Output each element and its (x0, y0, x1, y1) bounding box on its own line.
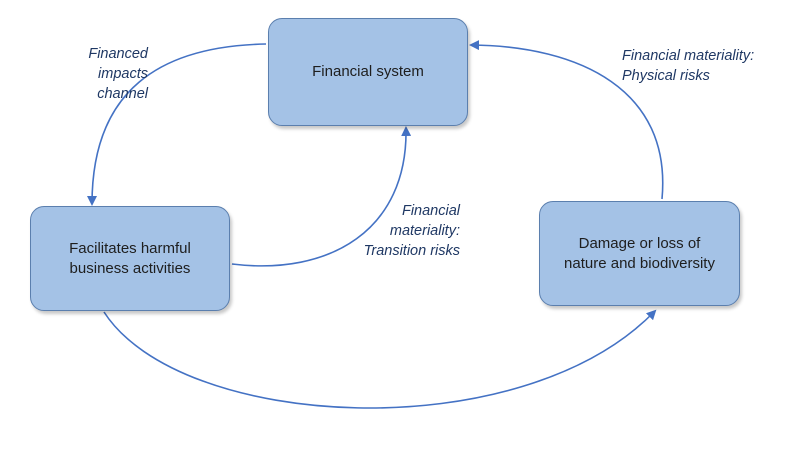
physical-risks-label: Financial materiality: Physical risks (622, 48, 755, 84)
arrow-harm-to-nature (103, 309, 657, 409)
financial-system-label: Financial system (312, 63, 424, 80)
nature-loss-box: Damage or loss of nature and biodiversit… (539, 201, 740, 306)
transition-risks-label: Financial materiality: Transition risks (363, 203, 460, 259)
harmful-activities-label: Facilitates harmful business activities (69, 239, 191, 277)
financial-system-box: Financial system (268, 18, 468, 126)
arrow-transition-risks (231, 126, 412, 267)
harmful-activities-box: Facilitates harmful business activities (30, 206, 230, 311)
nature-loss-label: Damage or loss of nature and biodiversit… (564, 234, 715, 272)
arrow-financed-impacts (87, 43, 267, 206)
arrow-physical-risks (469, 40, 664, 200)
financed-impacts-label: Financed impacts channel (88, 46, 148, 102)
